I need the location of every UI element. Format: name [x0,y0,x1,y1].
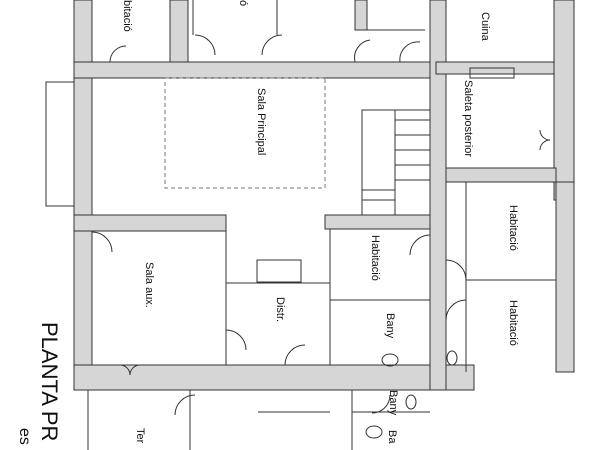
room-label-habitacio-right-2: Habitació [507,300,519,346]
balcony [45,81,75,207]
room-label-terrassa: Ter [134,428,146,444]
sink-icon [381,353,399,367]
toilet-icon [446,350,458,366]
room-label-bany-1: Bany [384,313,396,339]
fireplace [256,259,302,283]
kitchen-counter [469,67,515,79]
room-label-bany-2: Bany [387,390,399,416]
partitions [87,0,556,450]
toilet-icon-2 [405,394,417,410]
sink-icon-2 [365,425,383,439]
staircase [361,109,431,216]
walls [73,0,575,391]
doors [91,34,551,416]
room-label-saleta-posterior: Saleta posterior [462,80,474,157]
room-label-top-mid: ó [237,0,249,6]
room-label-sala-aux: Sala aux. [143,262,155,308]
room-label-distr: Distr. [274,297,286,322]
plan-title: PLANTA PR [37,322,62,441]
room-label-sala-principal: Sala Principal [255,88,267,155]
room-label-habitacio-mid: Habitació [369,235,381,281]
plan-subtitle: es [16,428,33,445]
room-label-habitacio-top: bitació [121,0,133,32]
room-label-cuina: Cuina [479,12,491,42]
sala-principal-outline [164,77,326,189]
room-label-habitacio-right-1: Habitació [507,205,519,251]
room-label-bany-3: Ba [386,430,398,444]
